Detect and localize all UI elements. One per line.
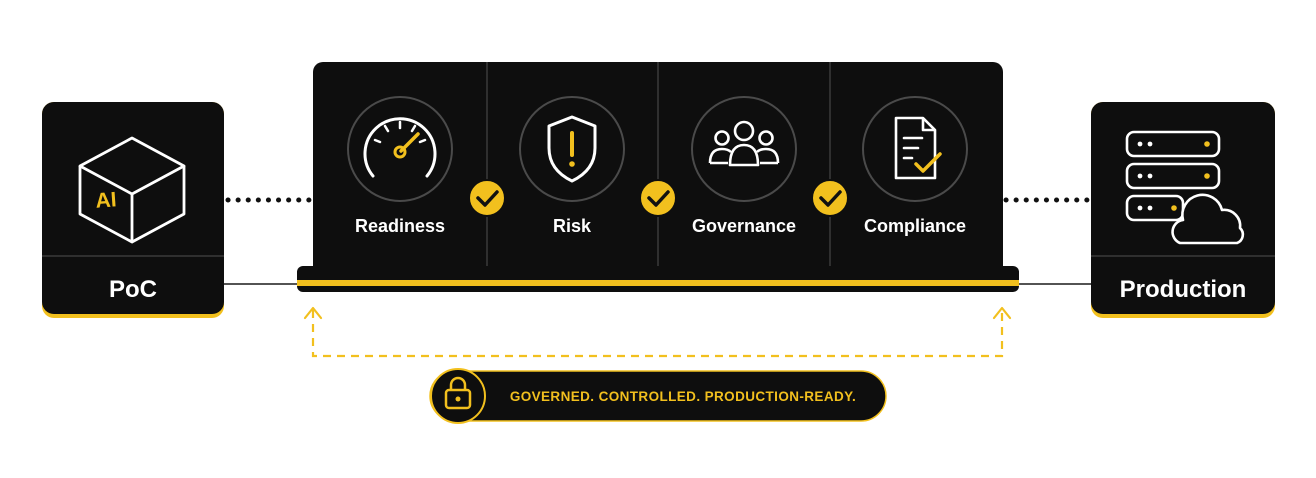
check-icon [476, 190, 499, 207]
poc-card: AI PoC [42, 102, 224, 318]
production-label: Production [1120, 276, 1247, 303]
poc-label: PoC [109, 276, 157, 303]
ai-cube-icon: AI [78, 136, 186, 244]
production-card: Production [1091, 102, 1275, 318]
shield-alert-icon [547, 115, 597, 183]
document-check-icon [894, 116, 942, 180]
server-cloud-icon [1125, 130, 1245, 245]
feedback-loop-arrow [303, 306, 1012, 358]
stage-risk: Risk [519, 96, 625, 236]
governed-banner: GOVERNED. CONTROLLED. PRODUCTION-READY. [429, 368, 887, 424]
people-group-icon [708, 120, 780, 167]
stage-label: Readiness [355, 216, 445, 236]
checkpoint-3 [811, 179, 849, 217]
stage-readiness: Readiness [347, 96, 453, 236]
stage-label: Risk [553, 216, 592, 236]
platform-base [297, 266, 1019, 292]
checkpoint-1 [468, 179, 506, 217]
connectors [222, 197, 1096, 285]
stage-compliance: Compliance [862, 96, 968, 236]
banner-text: GOVERNED. CONTROLLED. PRODUCTION-READY. [510, 389, 856, 404]
stages-panel: Readiness Risk [297, 62, 1019, 292]
stage-label: Governance [692, 216, 796, 236]
stage-label: Compliance [864, 216, 966, 236]
lock-icon [444, 376, 472, 410]
check-icon [647, 190, 670, 207]
speedometer-icon [363, 117, 437, 178]
ai-cube-label: AI [95, 188, 118, 212]
check-icon [819, 190, 842, 207]
stage-governance: Governance [691, 96, 797, 236]
checkpoint-2 [639, 179, 677, 217]
